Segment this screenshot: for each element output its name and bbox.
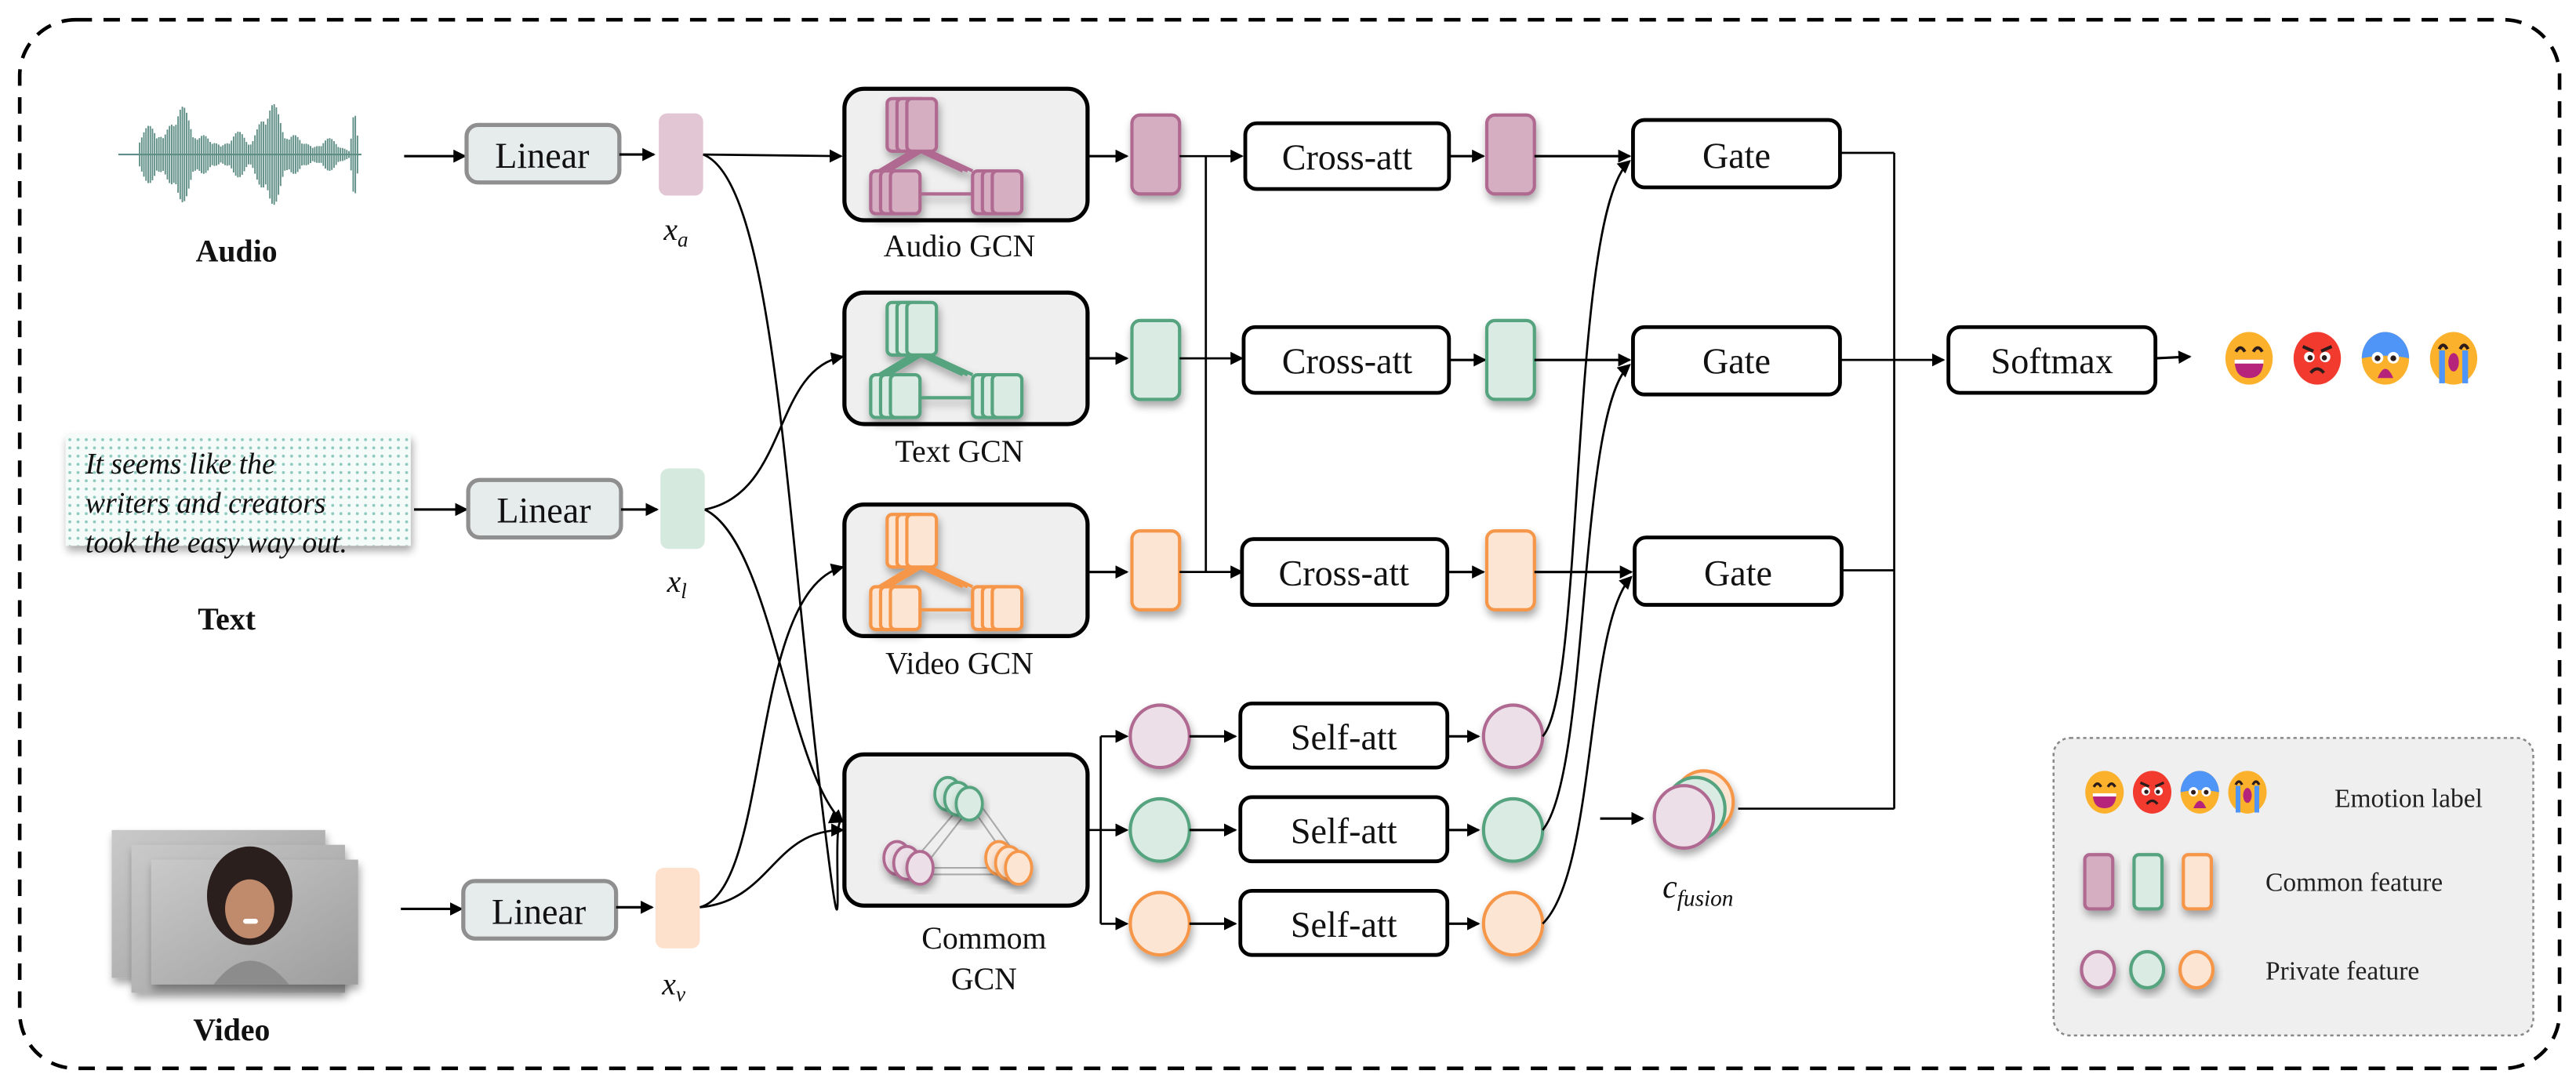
audio-linear-label: Linear: [495, 136, 589, 176]
legend-emotion-label: Emotion label: [2334, 784, 2483, 813]
video-cross-feature: [1484, 529, 1536, 611]
utterance-line-1: It seems like the: [85, 448, 275, 481]
common-gcn-label-line2: GCN: [951, 962, 1017, 996]
graph-layer-icon: [869, 96, 1024, 216]
legend-private-video: [2178, 949, 2215, 990]
text-common-feature: [1130, 318, 1182, 401]
video-linear-layer: Linear: [461, 879, 619, 941]
video-private-feature: [1128, 891, 1191, 957]
text-private-out: [1481, 796, 1545, 863]
softmax-out-arrow: [2155, 350, 2192, 365]
c-fusion-symbol: cfusion: [1662, 869, 1733, 912]
text-cross-feature: [1484, 318, 1536, 401]
video-common-feature: [1130, 529, 1182, 611]
audio-private-feature: [1128, 703, 1191, 770]
text-utterance-card: [65, 434, 411, 546]
audio-gate-block: Gate: [1631, 118, 1842, 190]
common-gcn-split: [1087, 729, 1129, 931]
audio-gate-label: Gate: [1702, 136, 1771, 176]
angry-emoji-icon: [2293, 332, 2342, 385]
happy-emoji-icon: [2225, 332, 2273, 385]
legend-common-text: [2132, 853, 2164, 911]
text-label: Text: [198, 602, 256, 637]
xv-symbol: xv: [661, 967, 686, 1005]
graph-layer-icon: [869, 513, 1024, 632]
legend: Emotion label Common feature Private fea…: [2052, 737, 2534, 1037]
audio-cross-feature: [1484, 113, 1536, 196]
legend-private-text: [2129, 949, 2166, 990]
text-cross-att-label: Cross-att: [1282, 341, 1413, 381]
video-linear-label: Linear: [492, 891, 586, 931]
gate-to-softmax-bus: [1738, 151, 1946, 810]
audio-cross-att-block: Cross-att: [1243, 121, 1451, 191]
video-gcn-label: Video GCN: [885, 647, 1034, 681]
text-cross-att-block: Cross-att: [1241, 325, 1451, 395]
happy-emoji-icon: [2085, 771, 2124, 814]
common-gcn-block: [842, 752, 1090, 908]
text-private-feature: [1128, 796, 1191, 863]
graph-node: [1004, 850, 1034, 886]
video-self-att-block: Self-att: [1238, 888, 1450, 957]
audio-self-att-block: Self-att: [1238, 701, 1450, 770]
audio-common-feature: [1130, 113, 1182, 196]
audio-label: Audio: [196, 234, 278, 268]
legend-private-feature-label: Private feature: [2265, 957, 2419, 986]
video-embedding-xv: [655, 868, 700, 949]
fearful-emoji-icon: [2180, 771, 2219, 814]
sad-emoji-icon: [2429, 332, 2478, 385]
video-gcn-block: [842, 502, 1090, 639]
predicted-emotions: [2225, 332, 2478, 385]
legend-common-feature-label: Common feature: [2265, 868, 2443, 897]
embedding-to-gcn-connectors: [699, 149, 845, 911]
audio-self-att-label: Self-att: [1291, 717, 1397, 757]
graph-node: [954, 785, 984, 822]
text-self-att-label: Self-att: [1291, 811, 1397, 851]
video-cross-att-label: Cross-att: [1279, 553, 1410, 593]
private-to-gate-connectors: [1542, 160, 1633, 925]
video-private-out: [1481, 891, 1545, 957]
utterance-line-3: took the easy way out.: [85, 526, 347, 559]
common-gcn-label-line1: Commom: [921, 921, 1046, 956]
fearful-emoji-icon: [2361, 332, 2410, 385]
utterance-line-2: writers and creators: [85, 487, 326, 520]
audio-gcn-label: Audio GCN: [884, 229, 1035, 263]
video-frames-thumbnail: [111, 829, 358, 993]
xa-symbol: xa: [663, 212, 688, 251]
legend-private-audio: [2080, 949, 2116, 990]
text-linear-label: Linear: [496, 491, 590, 531]
cross-att-bus: [1179, 149, 1244, 579]
softmax-block: Softmax: [1946, 325, 2158, 395]
video-gate-label: Gate: [1704, 553, 1772, 593]
legend-common-video: [2182, 853, 2213, 911]
video-gate-block: Gate: [1633, 535, 1844, 607]
legend-emotion-icons: [2085, 771, 2267, 814]
legend-common-audio: [2083, 853, 2115, 911]
text-self-att-block: Self-att: [1238, 795, 1450, 864]
text-gcn-block: [842, 290, 1090, 426]
audio-linear-layer: Linear: [464, 122, 622, 185]
text-gate-block: Gate: [1631, 325, 1842, 397]
text-gcn-label: Text GCN: [895, 434, 1023, 469]
text-linear-layer: Linear: [466, 477, 623, 540]
video-label: Video: [193, 1013, 270, 1047]
fusion-feature-stack: [1652, 769, 1735, 850]
video-self-att-label: Self-att: [1291, 905, 1397, 945]
xl-symbol: xl: [667, 564, 687, 603]
outer-frame: [17, 17, 2562, 1071]
audio-embedding-xa: [659, 113, 703, 196]
text-embedding-xl: [660, 468, 705, 550]
video-cross-att-block: Cross-att: [1240, 537, 1450, 607]
angry-emoji-icon: [2132, 771, 2171, 814]
audio-waveform-icon: [118, 103, 362, 205]
graph-node: [905, 850, 935, 886]
graph-layer-icon: [869, 300, 1024, 419]
audio-cross-att-label: Cross-att: [1282, 137, 1413, 177]
audio-gcn-block: [842, 86, 1090, 223]
audio-private-out: [1481, 703, 1545, 770]
softmax-label: Softmax: [1991, 341, 2113, 381]
text-gate-label: Gate: [1702, 341, 1771, 381]
sad-emoji-icon: [2228, 771, 2267, 814]
